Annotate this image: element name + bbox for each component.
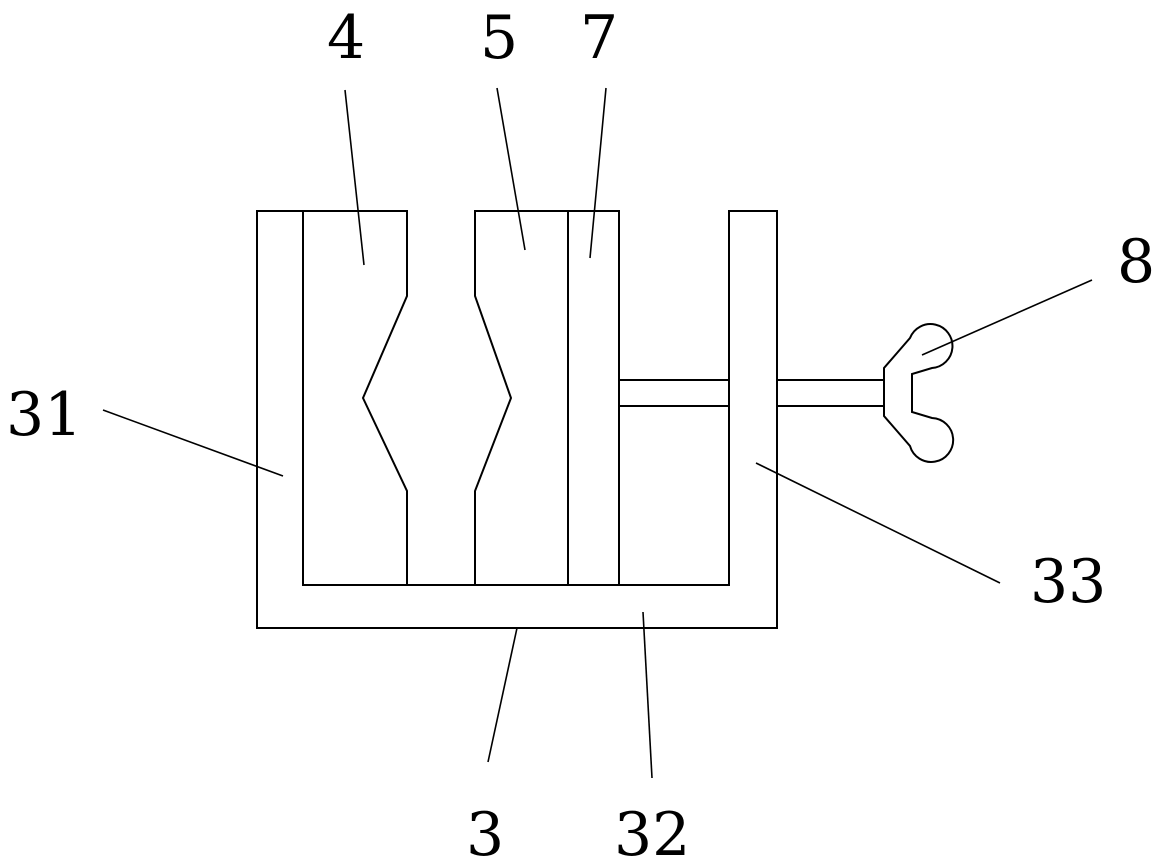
u-frame — [256, 210, 778, 629]
label-5: 5 — [480, 3, 518, 73]
label-8: 8 — [1117, 227, 1155, 297]
leader-5 — [496, 87, 526, 251]
label-32: 32 — [614, 800, 690, 864]
leader-31 — [102, 409, 284, 477]
leader-7 — [589, 87, 607, 259]
leader-4 — [344, 89, 365, 266]
label-4: 4 — [327, 3, 365, 73]
label-33: 33 — [1030, 547, 1106, 617]
label-3: 3 — [466, 800, 504, 864]
leader-3 — [487, 627, 518, 763]
leader-8 — [921, 279, 1093, 356]
right-clamp-block — [474, 210, 569, 585]
pressure-plate — [568, 210, 620, 585]
leader-32 — [642, 611, 653, 779]
leader-33 — [755, 462, 1001, 584]
label-31: 31 — [6, 380, 82, 450]
label-7: 7 — [580, 3, 618, 73]
wing-nut — [883, 323, 955, 463]
left-clamp-block — [303, 210, 408, 585]
